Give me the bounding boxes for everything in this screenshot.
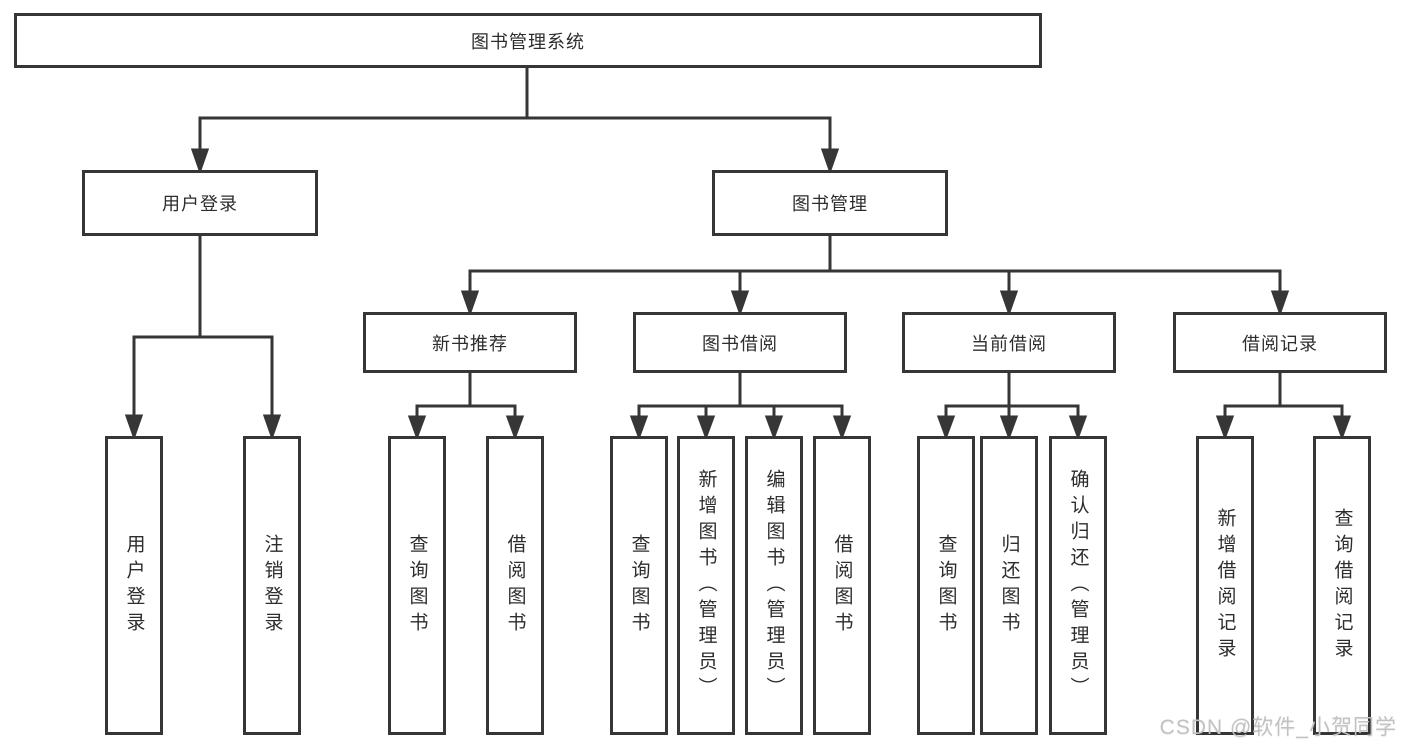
node-user-login-branch: 用户登录 [82,170,318,236]
node-confirm-return-admin: 确认归还（管理员） [1049,436,1107,735]
node-add-borrow-record: 新增借阅记录 [1196,436,1254,735]
node-return-book: 归还图书 [980,436,1038,735]
node-library-system: 图书管理系统 [14,13,1042,68]
node-borrow-books-recommend: 借阅图书 [486,436,544,735]
node-add-book-admin: 新增图书（管理员） [677,436,735,735]
node-borrowing-records: 借阅记录 [1173,312,1387,373]
node-book-borrowing: 图书借阅 [633,312,847,373]
node-edit-book-admin: 编辑图书（管理员） [745,436,803,735]
node-current-borrowing: 当前借阅 [902,312,1116,373]
node-borrow-books: 借阅图书 [813,436,871,735]
csdn-watermark: CSDN @软件_小贺同学 [1159,716,1397,739]
node-query-books-current: 查询图书 [917,436,975,735]
node-logout: 注销登录 [243,436,301,735]
node-book-management: 图书管理 [712,170,948,236]
node-query-books-recommend: 查询图书 [388,436,446,735]
node-query-books-borrow: 查询图书 [610,436,668,735]
node-new-book-recommend: 新书推荐 [363,312,577,373]
node-user-login: 用户登录 [105,436,163,735]
node-query-borrow-record: 查询借阅记录 [1313,436,1371,735]
